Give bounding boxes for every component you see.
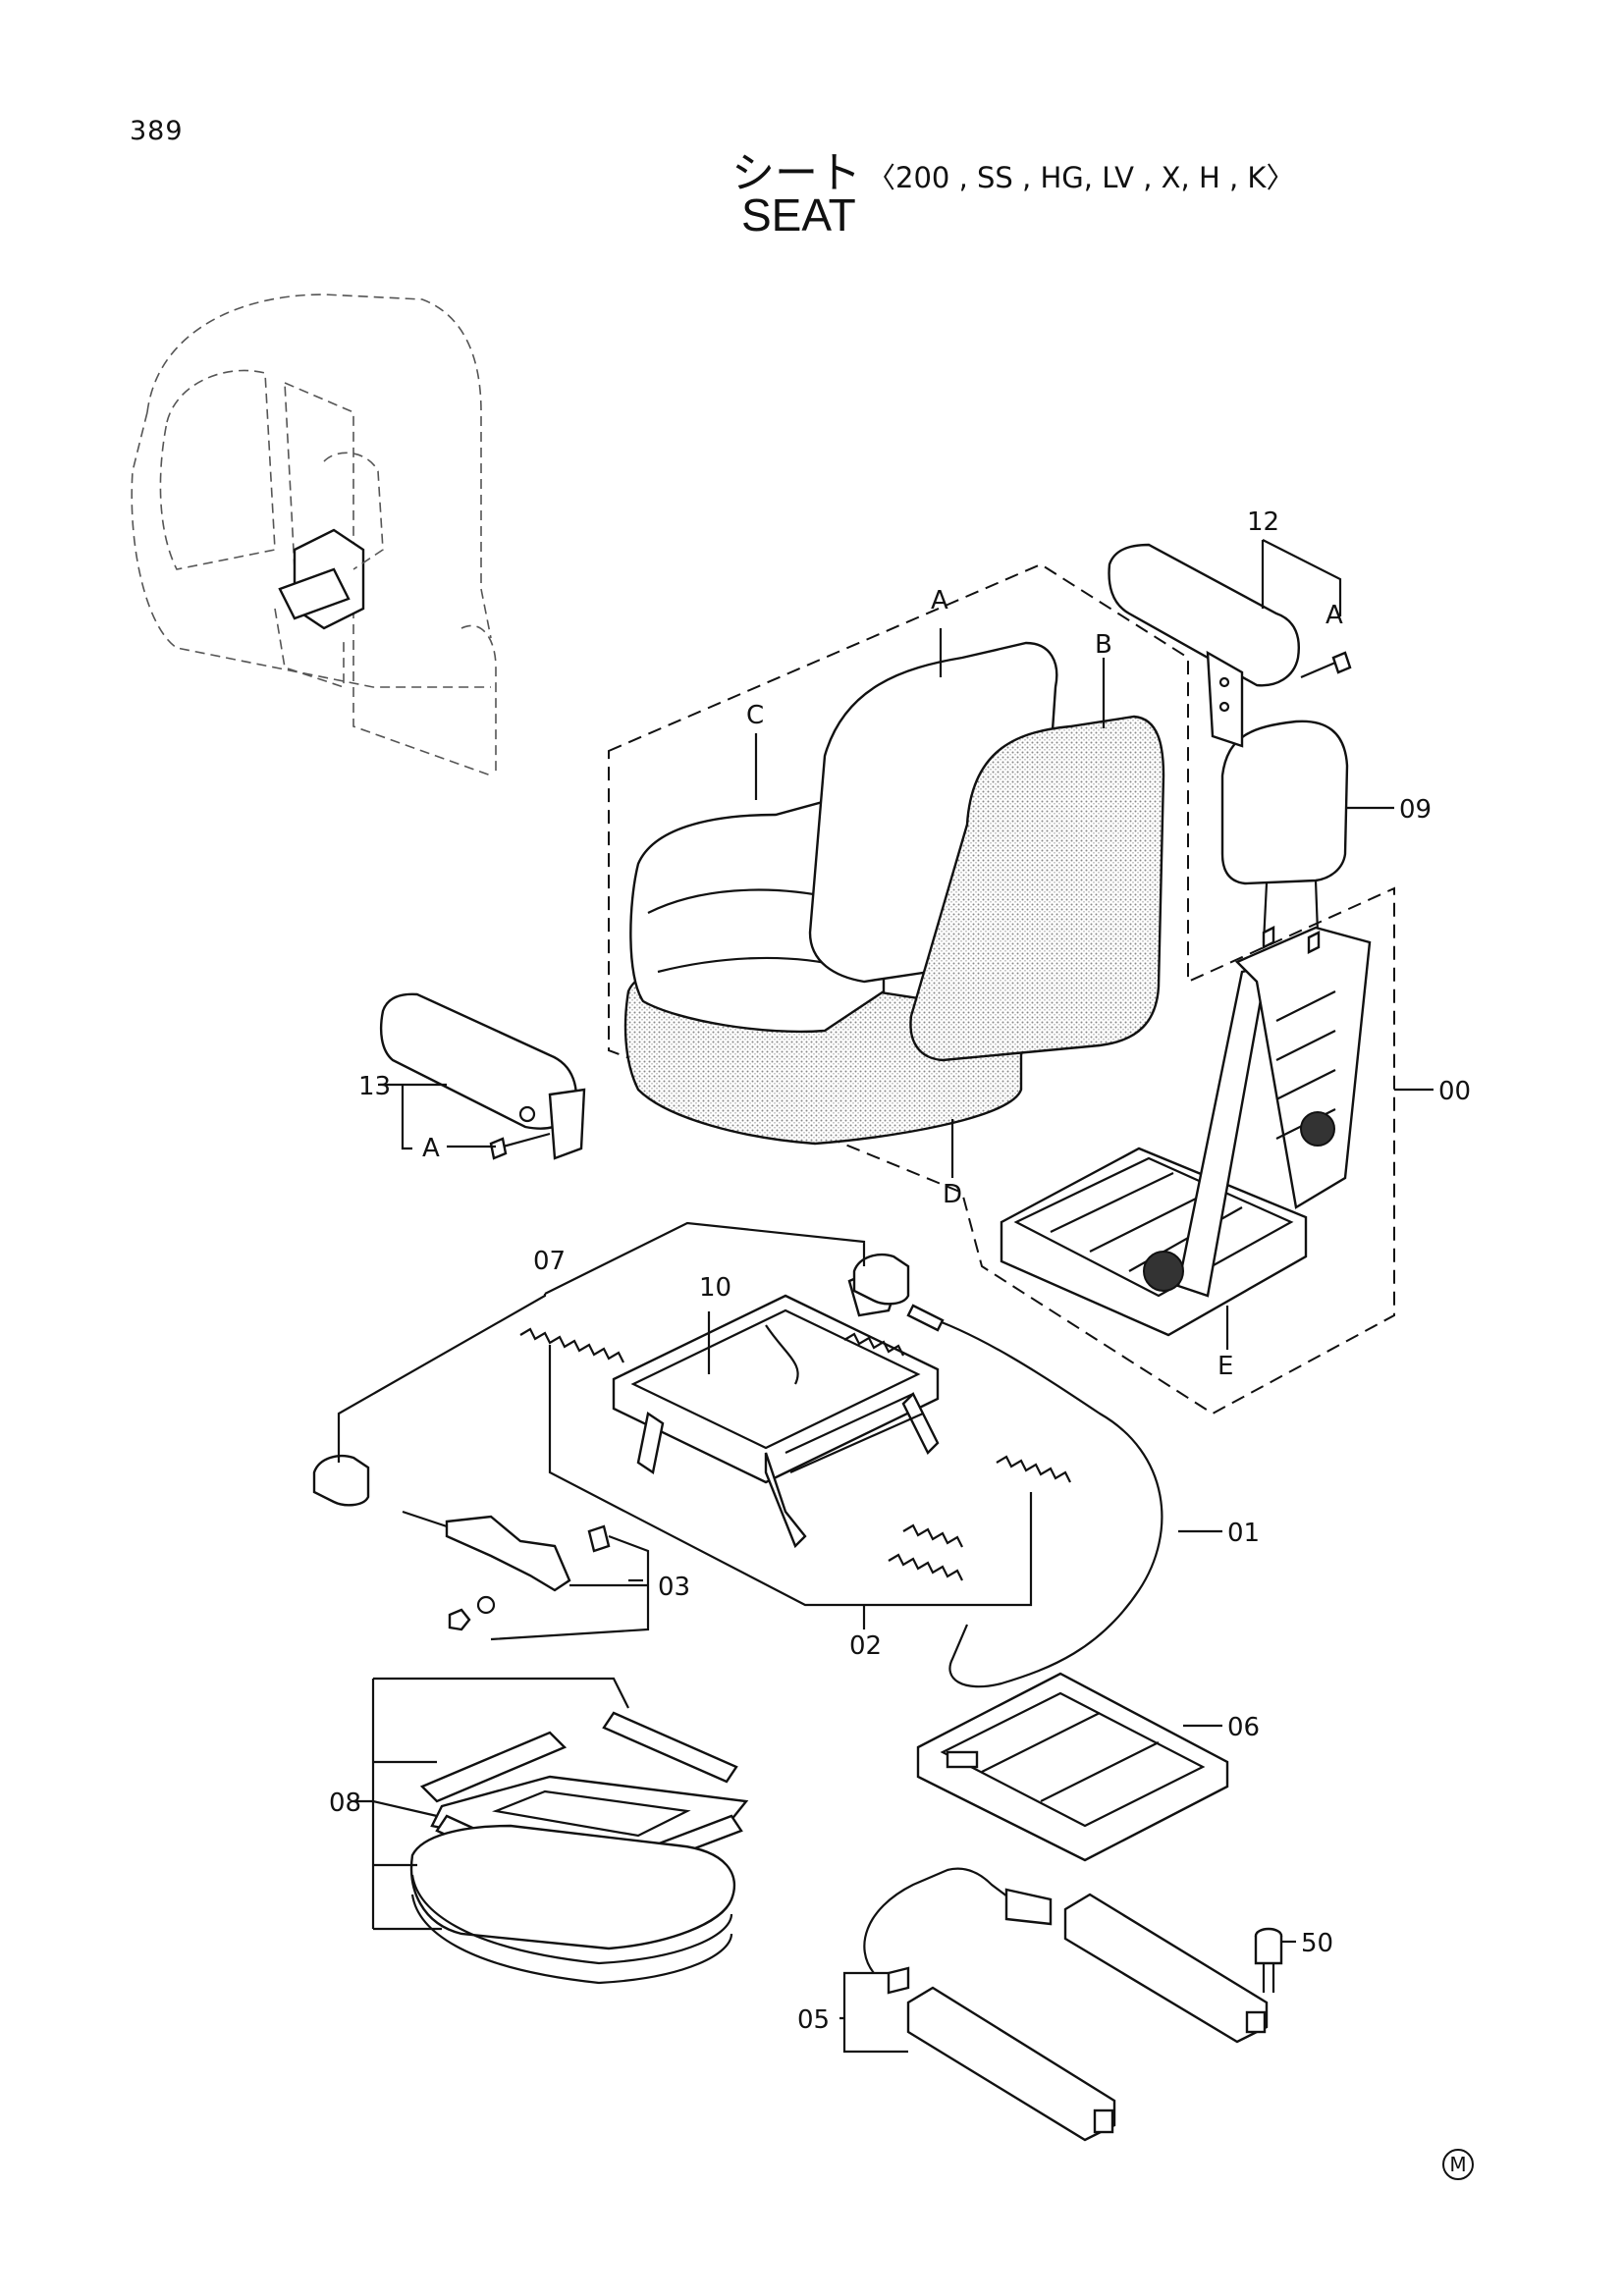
callout-50: 50 <box>1301 1929 1333 1958</box>
callout-a-top: A <box>1325 601 1343 630</box>
leader-lines <box>337 539 1434 2054</box>
armrest-12 <box>1108 543 1300 687</box>
title-en: SEAT <box>741 189 856 240</box>
bolt-50 <box>1254 1927 1283 1993</box>
slide-rail-06 <box>916 1672 1229 1862</box>
callout-09: 09 <box>1399 795 1432 825</box>
title-jp: シート <box>731 148 861 198</box>
callout-03: 03 <box>658 1573 690 1602</box>
callout-13: 13 <box>358 1072 391 1101</box>
m-mark: M <box>1442 2149 1474 2180</box>
callout-d: D <box>943 1180 962 1209</box>
spring-02 <box>519 1327 624 1363</box>
cab-location-inset <box>131 294 497 776</box>
bracket-03 <box>402 1510 611 1631</box>
callout-07: 07 <box>533 1247 566 1276</box>
callout-10: 10 <box>699 1273 731 1303</box>
slide-cable-01 <box>922 1313 1163 1688</box>
callout-b: B <box>1095 630 1112 660</box>
callout-01: 01 <box>1227 1519 1260 1548</box>
callout-labels: 12 A 09 00 A B C D E 13 A 07 10 01 03 02… <box>329 507 1471 2035</box>
callout-02: 02 <box>849 1631 882 1661</box>
callout-a: A <box>931 586 948 615</box>
base-plates-08 <box>409 1711 749 1985</box>
callout-08: 08 <box>329 1789 361 1818</box>
cover-07-left <box>312 1454 370 1507</box>
rails-05 <box>863 1867 1269 2142</box>
callout-c: C <box>746 701 764 730</box>
callout-06: 06 <box>1227 1713 1260 1742</box>
page-number: 389 <box>130 116 184 146</box>
suspension-10 <box>612 1264 940 1549</box>
callout-e: E <box>1217 1352 1233 1381</box>
headrest-09 <box>1220 720 1349 885</box>
callout-12: 12 <box>1247 507 1279 537</box>
title-jp-line: シート〈200 , SS , HG, LV , X, H , K〉 <box>731 137 1294 200</box>
seat-frame-e <box>1000 926 1372 1337</box>
title-models: 〈200 , SS , HG, LV , X, H , K〉 <box>867 161 1295 194</box>
callout-00: 00 <box>1438 1077 1471 1106</box>
back-cover-b <box>909 715 1165 1062</box>
callout-a-left: A <box>422 1134 440 1163</box>
armrest-13 <box>379 992 577 1130</box>
callout-05: 05 <box>797 2005 830 2035</box>
